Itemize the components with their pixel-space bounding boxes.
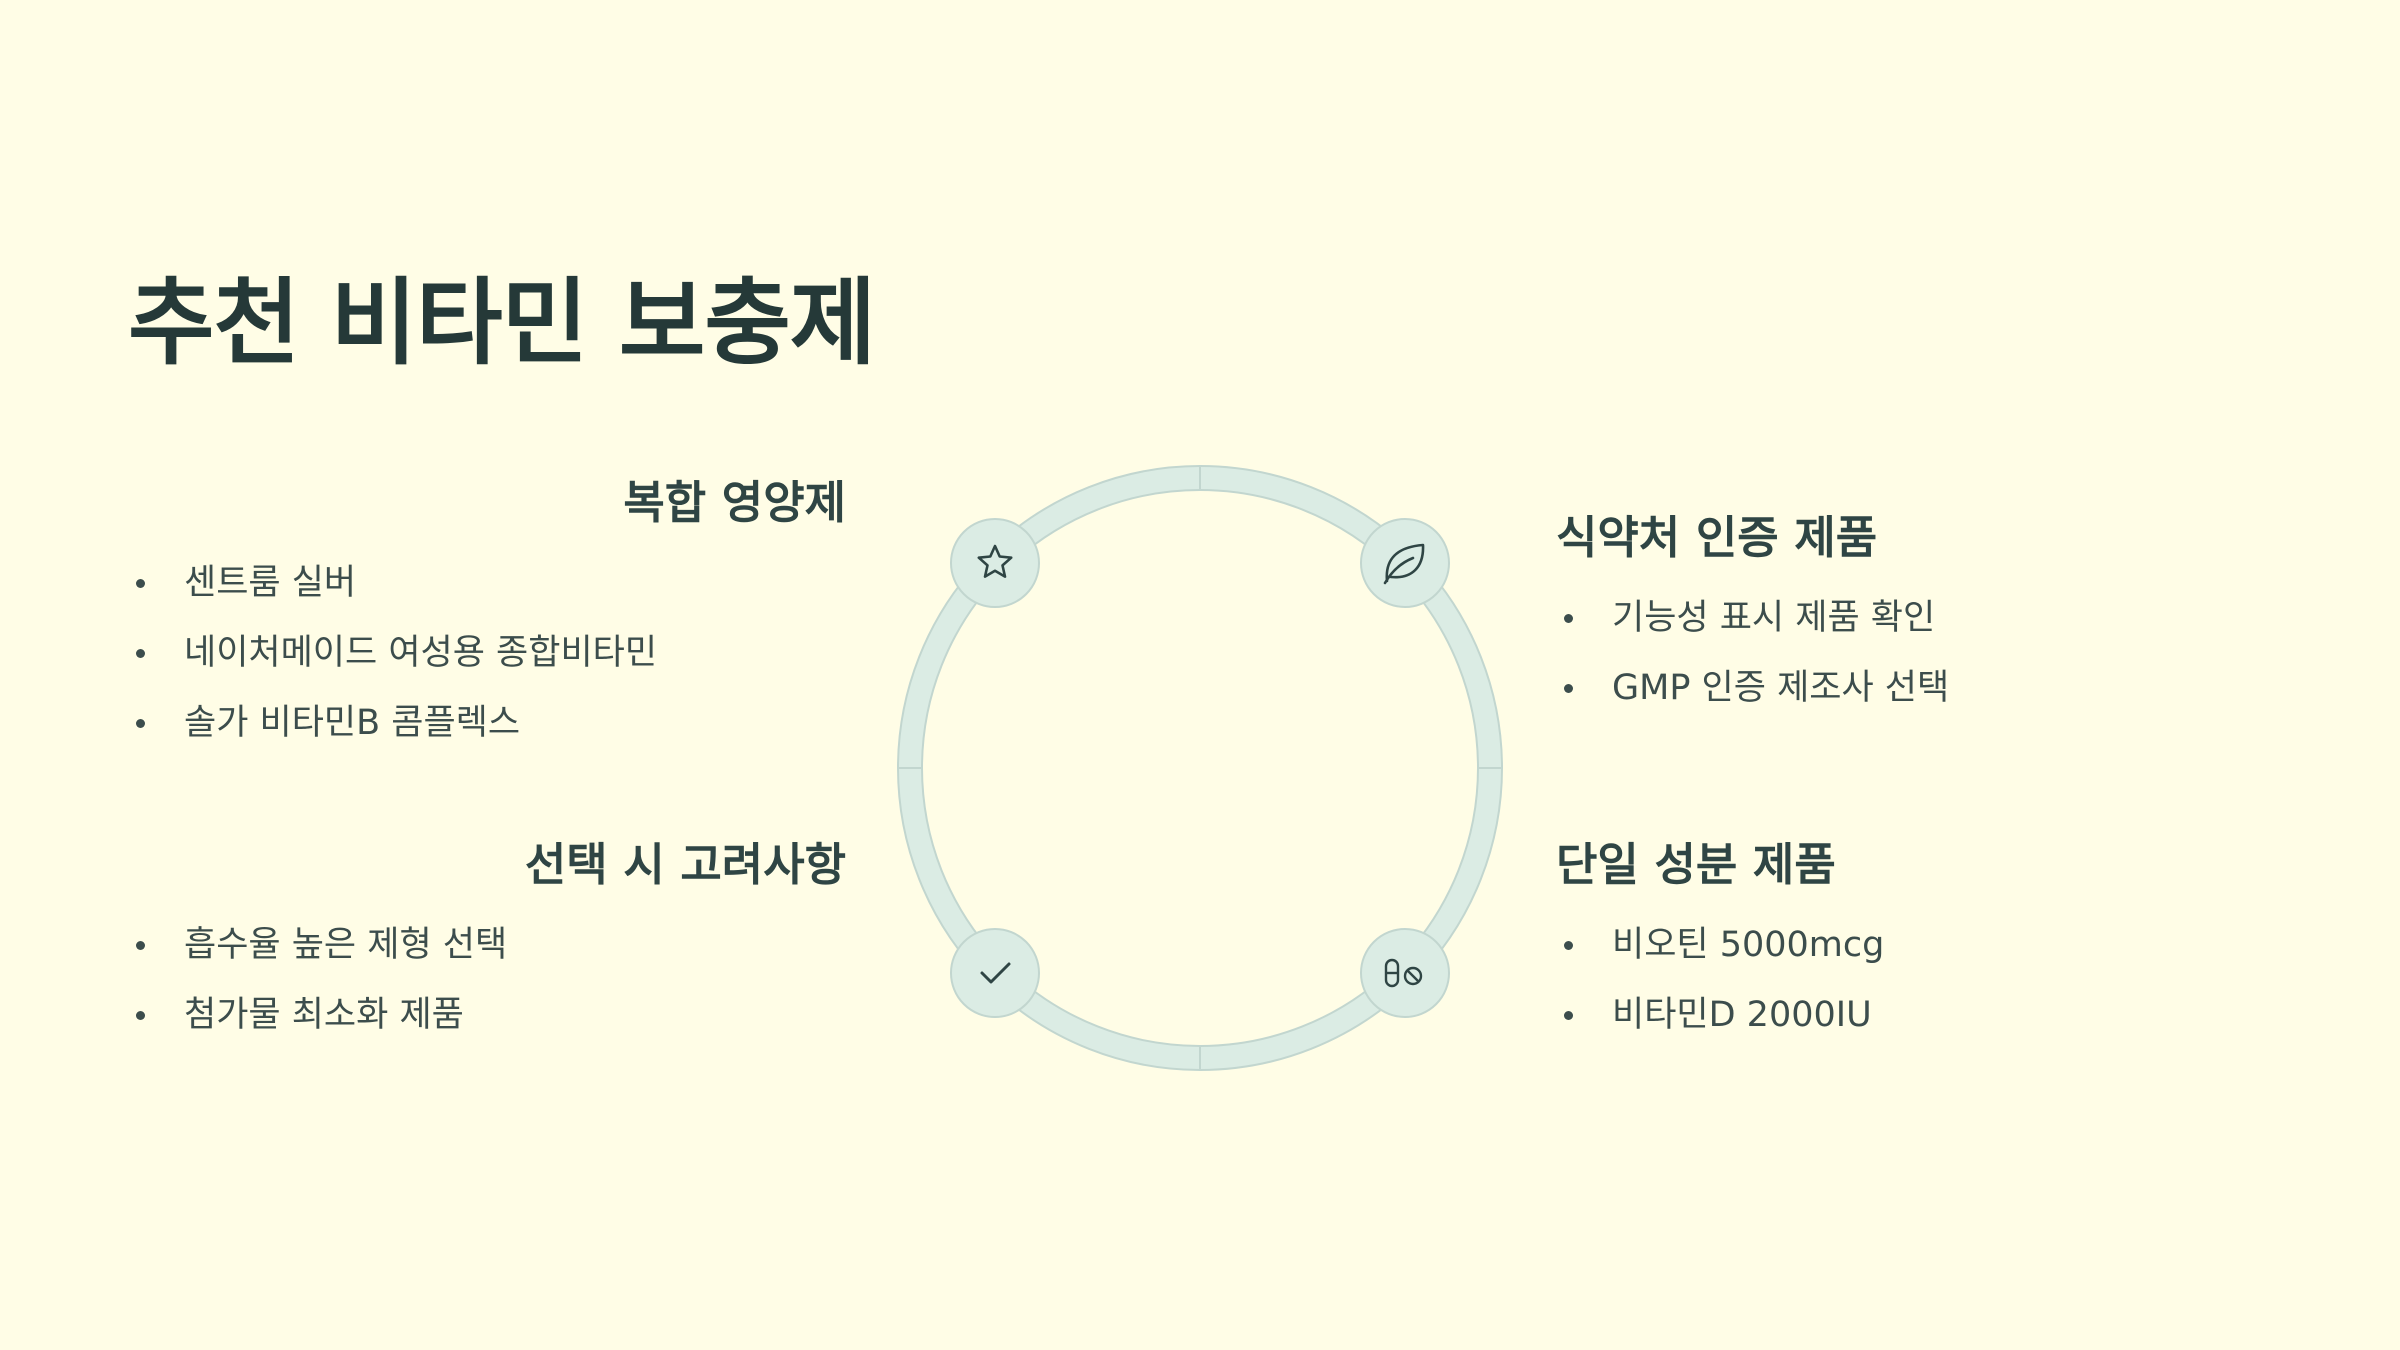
section-heading: 선택 시 고려사항 <box>524 838 846 891</box>
list-item: 솔가 비타민B 콤플렉스 <box>128 688 846 758</box>
list-item-text: 흡수율 높은 제형 선택 <box>184 925 508 965</box>
bullet-icon <box>1564 1011 1573 1020</box>
list-item-text: 기능성 표시 제품 확인 <box>1612 598 1936 638</box>
bullet-list: 비오틴 5000mcg 비타민D 2000IU <box>1556 910 2256 1050</box>
section-heading: 단일 성분 제품 <box>1556 838 1836 891</box>
bullet-list: 흡수율 높은 제형 선택 첨가물 최소화 제품 <box>128 910 846 1050</box>
list-item: 비타민D 2000IU <box>1556 980 2256 1050</box>
section-mfds-certified: 식약처 인증 제품 기능성 표시 제품 확인 GMP 인증 제조사 선택 <box>1556 511 2256 723</box>
bullet-icon <box>136 1011 145 1020</box>
star-icon <box>950 518 1040 608</box>
bullet-icon <box>136 579 145 588</box>
list-item: GMP 인증 제조사 선택 <box>1556 653 2256 723</box>
list-item-text: GMP 인증 제조사 선택 <box>1612 668 1950 708</box>
list-item: 비오틴 5000mcg <box>1556 910 2256 980</box>
list-item: 첨가물 최소화 제품 <box>128 980 846 1050</box>
list-item-text: 센트룸 실버 <box>184 563 357 603</box>
list-item-text: 솔가 비타민B 콤플렉스 <box>184 703 521 743</box>
bullet-icon <box>136 719 145 728</box>
bullet-icon <box>1564 614 1573 623</box>
list-item: 센트룸 실버 <box>128 548 846 618</box>
bullet-list: 기능성 표시 제품 확인 GMP 인증 제조사 선택 <box>1556 583 2256 723</box>
checkmark-icon <box>950 928 1040 1018</box>
bullet-icon <box>1564 684 1573 693</box>
section-heading: 식약처 인증 제품 <box>1556 511 1878 564</box>
pills-icon <box>1360 928 1450 1018</box>
leaf-icon <box>1360 518 1450 608</box>
bullet-icon <box>1564 941 1573 950</box>
list-item: 기능성 표시 제품 확인 <box>1556 583 2256 653</box>
list-item-text: 네이처메이드 여성용 종합비타민 <box>184 633 658 673</box>
section-heading: 복합 영양제 <box>623 476 846 529</box>
list-item-text: 비오틴 5000mcg <box>1612 925 1885 965</box>
section-multi-nutrient: 복합 영양제 센트룸 실버 네이처메이드 여성용 종합비타민 솔가 비타민B 콤… <box>128 476 846 758</box>
list-item: 흡수율 높은 제형 선택 <box>128 910 846 980</box>
list-item-text: 비타민D 2000IU <box>1612 995 1872 1035</box>
list-item: 네이처메이드 여성용 종합비타민 <box>128 618 846 688</box>
section-selection-considerations: 선택 시 고려사항 흡수율 높은 제형 선택 첨가물 최소화 제품 <box>128 838 846 1050</box>
bullet-list: 센트룸 실버 네이처메이드 여성용 종합비타민 솔가 비타민B 콤플렉스 <box>128 548 846 758</box>
section-single-ingredient: 단일 성분 제품 비오틴 5000mcg 비타민D 2000IU <box>1556 838 2256 1050</box>
slide-title: 추천 비타민 보충제 <box>128 269 876 378</box>
cycle-diagram <box>897 465 1503 1071</box>
bullet-icon <box>136 649 145 658</box>
list-item-text: 첨가물 최소화 제품 <box>184 995 464 1035</box>
bullet-icon <box>136 941 145 950</box>
